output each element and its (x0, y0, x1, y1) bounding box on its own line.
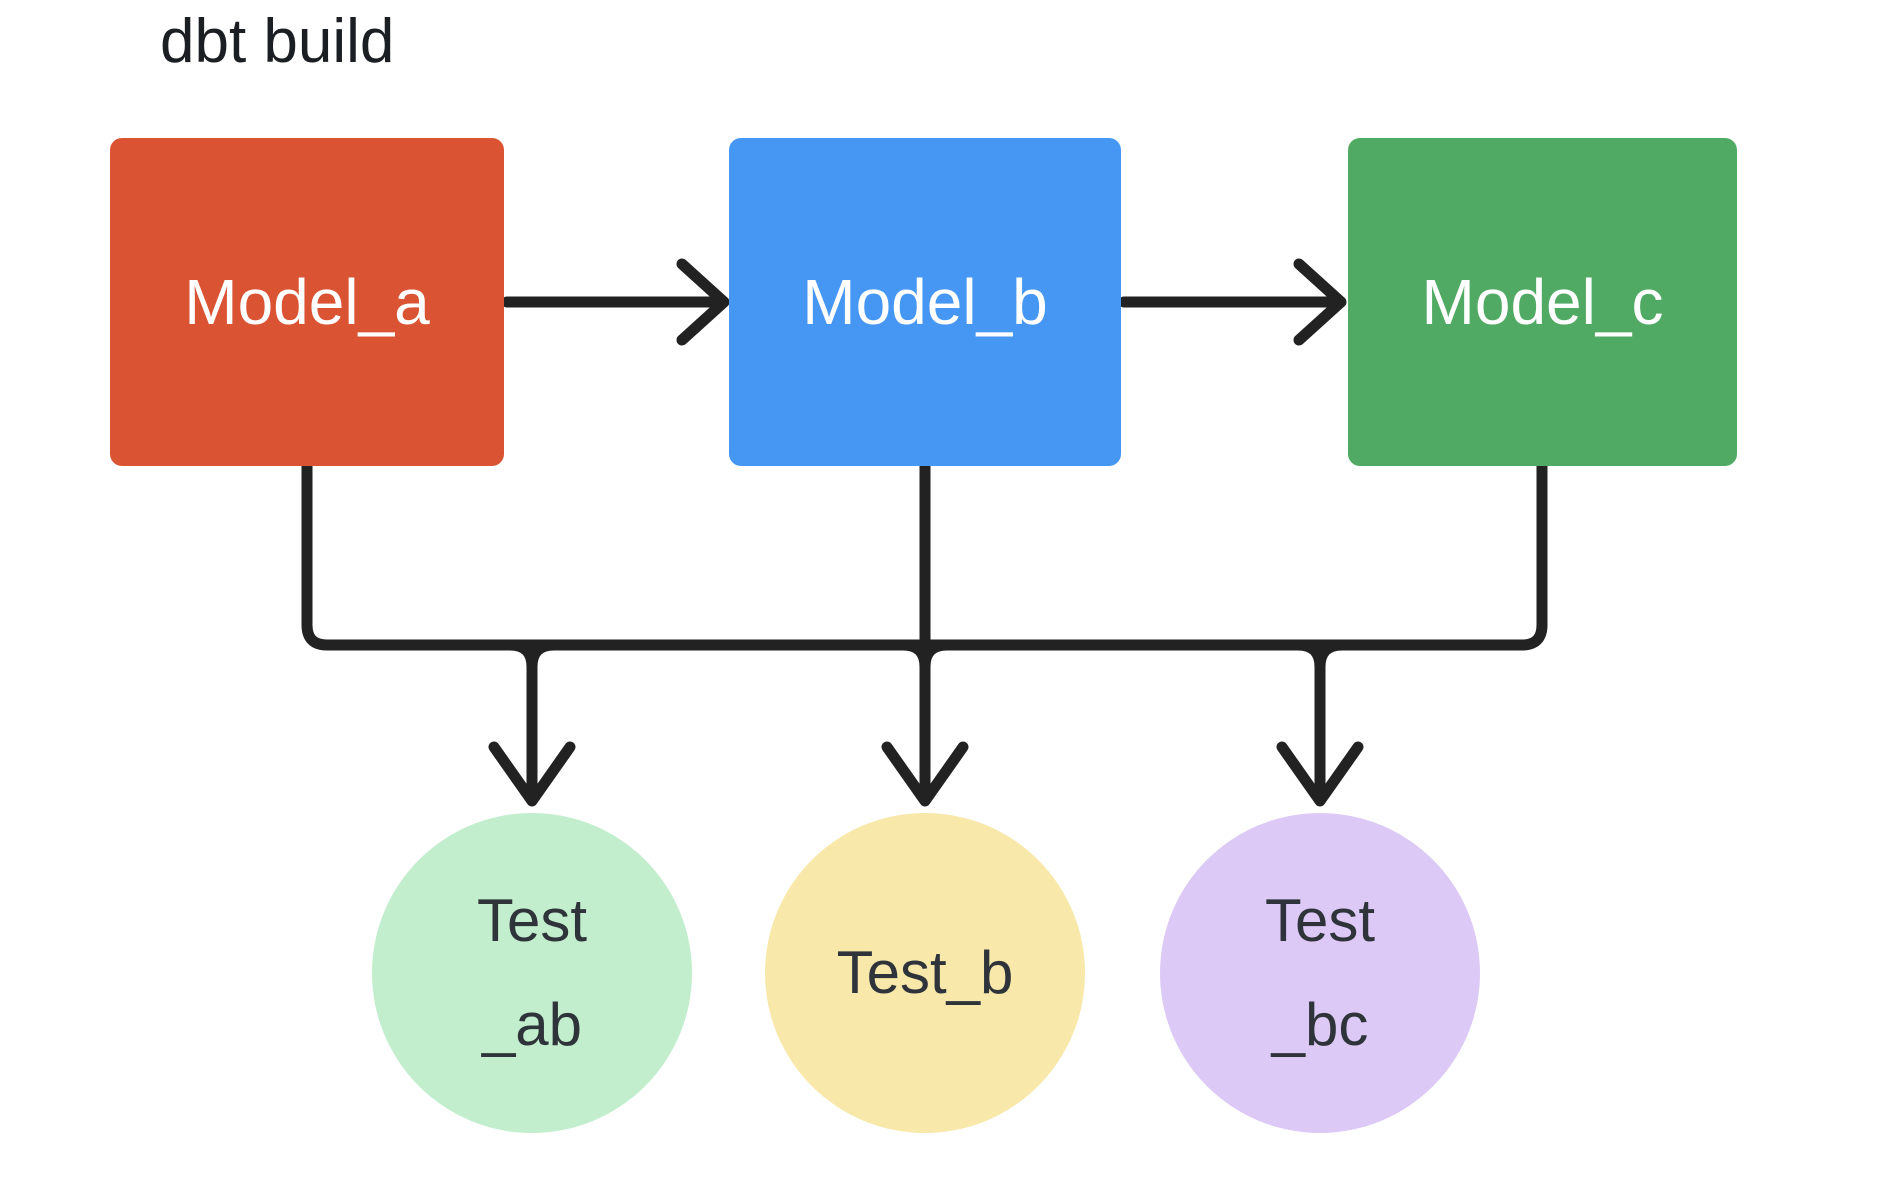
junction-test-b (897, 639, 953, 673)
node-test-ab-label-line2: _ab (481, 991, 583, 1058)
junction-test-ab (504, 639, 560, 673)
node-model-a: Model_a (110, 138, 504, 466)
arrow-model-a-to-model-b-head (676, 258, 730, 346)
node-test-bc: Test _bc (1160, 813, 1480, 1133)
node-model-a-label: Model_a (184, 266, 430, 338)
node-model-c: Model_c (1348, 138, 1737, 466)
node-test-b-label: Test_b (836, 939, 1014, 1006)
fillet-right (1314, 639, 1348, 673)
node-model-b-label: Model_b (802, 266, 1048, 338)
node-test-bc-label-line1: Test (1264, 887, 1376, 954)
node-test-bc-label-line2: _bc (1271, 991, 1369, 1058)
arrowhead-test-bc (1276, 741, 1364, 807)
node-test-ab-label-line1: Test (476, 887, 588, 954)
arrowhead-test-ab (488, 741, 576, 807)
arrowhead-test-b (881, 741, 969, 807)
arrow-model-b-to-model-c-head (1293, 258, 1347, 346)
diagram-title: dbt build (160, 7, 395, 76)
fillet-right (919, 639, 953, 673)
fillet-right (526, 639, 560, 673)
node-test-ab: Test _ab (372, 813, 692, 1133)
node-test-b: Test_b (765, 813, 1085, 1133)
node-model-c-label: Model_c (1421, 266, 1664, 338)
node-model-b: Model_b (729, 138, 1121, 466)
junction-test-bc (1292, 639, 1348, 673)
